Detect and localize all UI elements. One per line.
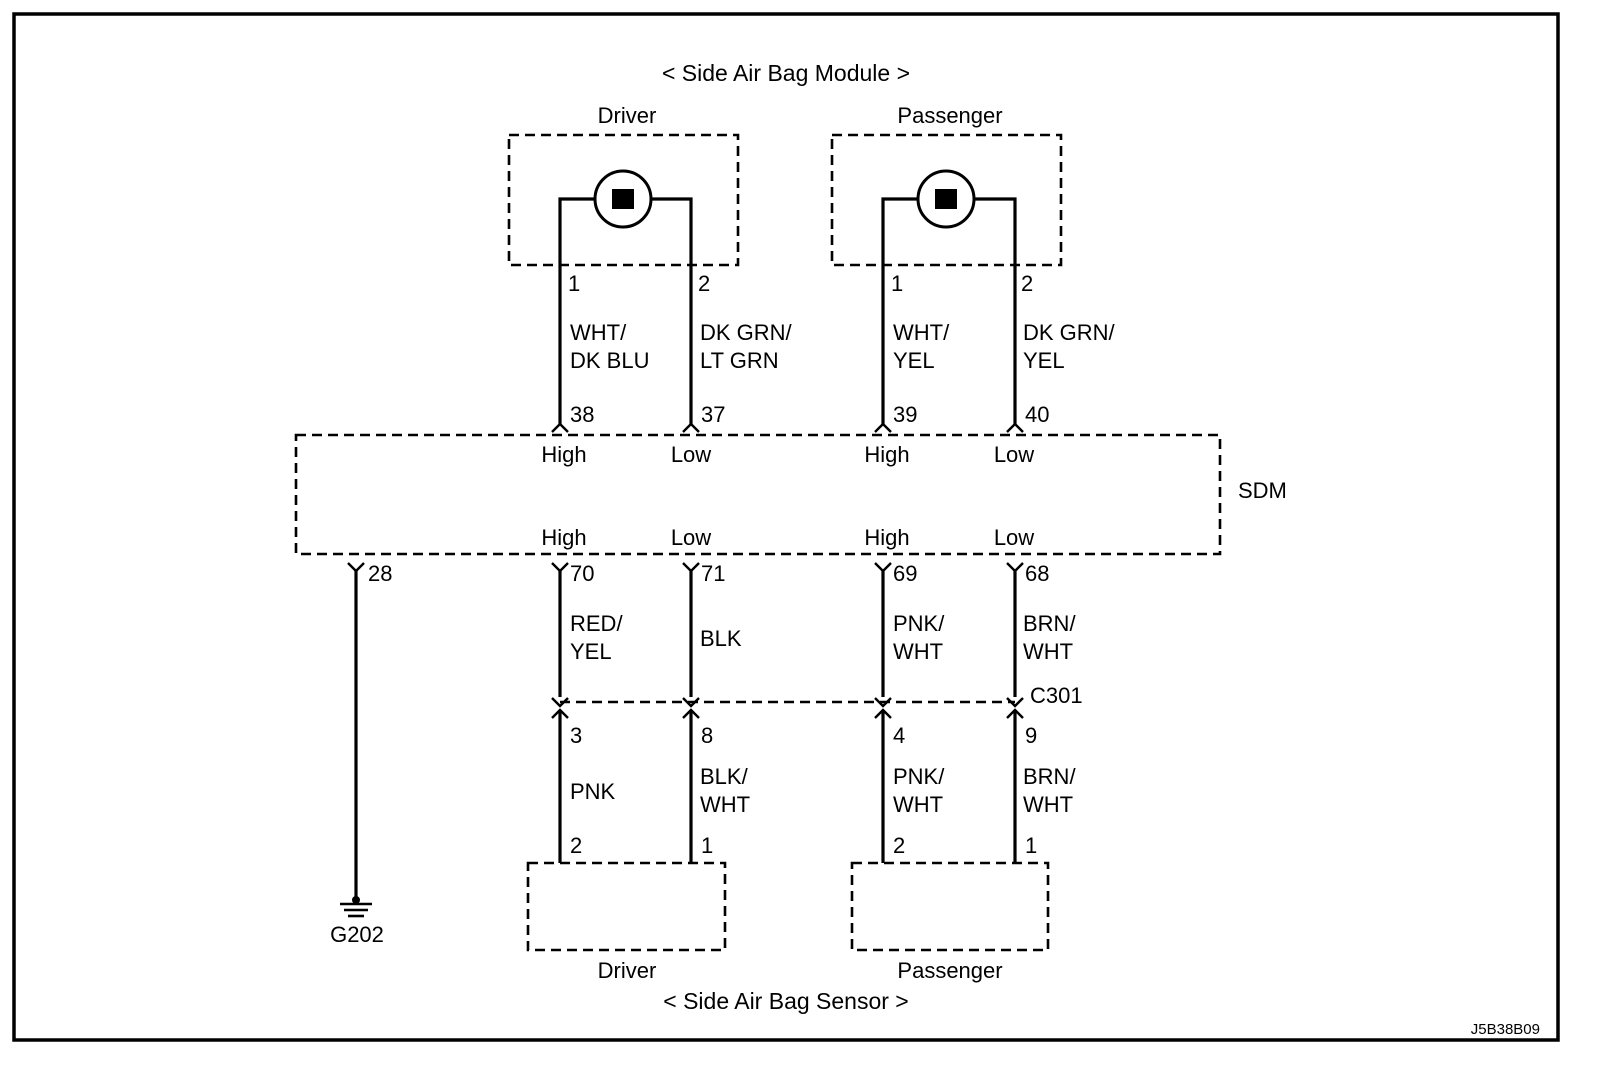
sensor-driver-label: Driver — [598, 958, 657, 983]
sdm-pin: 71 — [701, 561, 725, 586]
connector-pin: 8 — [701, 723, 713, 748]
sdm-pin: 37 — [701, 402, 725, 427]
module-driver-box — [507, 133, 740, 267]
sensor-pin: 2 — [570, 833, 582, 858]
connector-pin: 9 — [1025, 723, 1037, 748]
sdm-top-connector-icon — [551, 422, 1024, 433]
wire-color: DK BLU — [570, 348, 649, 373]
module-pin: 2 — [1021, 271, 1033, 296]
module-passenger-box — [830, 133, 1063, 267]
module-pin: 2 — [698, 271, 710, 296]
sdm-bottom-connector-icon — [347, 562, 1024, 573]
wire-color: WHT/ — [570, 320, 627, 345]
figure-code: J5B38B09 — [1471, 1021, 1540, 1038]
sdm-pin: 38 — [570, 402, 594, 427]
airbag-driver-icon — [558, 169, 693, 425]
ground-label: G202 — [330, 922, 384, 947]
wire-color: BLK — [700, 626, 742, 651]
wire-color: YEL — [893, 348, 935, 373]
sensor-pin: 1 — [701, 833, 713, 858]
sdm-terminal-label: High — [541, 525, 586, 550]
sensor-passenger-label: Passenger — [897, 958, 1002, 983]
sdm-pin: 70 — [570, 561, 594, 586]
sdm-label: SDM — [1238, 478, 1287, 503]
wire-color: BLK/ — [700, 764, 749, 789]
wire-color: WHT — [1023, 639, 1073, 664]
module-pin: 1 — [568, 271, 580, 296]
wire-color: RED/ — [570, 611, 623, 636]
wire-color: LT GRN — [700, 348, 779, 373]
sdm-pin: 28 — [368, 561, 392, 586]
sdm-pin: 39 — [893, 402, 917, 427]
wire-color: DK GRN/ — [700, 320, 793, 345]
sdm-terminal-label: Low — [671, 525, 711, 550]
wire-color: DK GRN/ — [1023, 320, 1116, 345]
sensor-pin: 1 — [1025, 833, 1037, 858]
sensor-driver-box — [526, 861, 727, 952]
wire-color: WHT — [893, 792, 943, 817]
ground-icon — [340, 896, 372, 918]
bottom-title: < Side Air Bag Sensor > — [663, 988, 909, 1014]
sdm-pin: 68 — [1025, 561, 1049, 586]
outer-frame — [12, 12, 1560, 1042]
wire-color: YEL — [570, 639, 612, 664]
sdm-terminal-label: High — [864, 442, 909, 467]
wire-color: WHT — [700, 792, 750, 817]
sdm-pin: 69 — [893, 561, 917, 586]
connector-label: C301 — [1030, 683, 1083, 708]
sdm-pin: 40 — [1025, 402, 1049, 427]
sensor-pin: 2 — [893, 833, 905, 858]
module-passenger-label: Passenger — [897, 103, 1002, 128]
wire-color: PNK — [570, 779, 616, 804]
sdm-terminal-label: Low — [994, 525, 1034, 550]
connector-pin: 3 — [570, 723, 582, 748]
sdm-terminal-label: High — [541, 442, 586, 467]
sdm-terminal-label: Low — [671, 442, 711, 467]
wire-color: BRN/ — [1023, 611, 1076, 636]
wire-color: PNK/ — [893, 764, 945, 789]
wire-color: WHT/ — [893, 320, 950, 345]
wire-color: YEL — [1023, 348, 1065, 373]
top-title: < Side Air Bag Module > — [662, 60, 910, 86]
wire-color: WHT — [893, 639, 943, 664]
sensor-passenger-box — [850, 861, 1050, 952]
wire-color: BRN/ — [1023, 764, 1076, 789]
wire-color: WHT — [1023, 792, 1073, 817]
sdm-box — [294, 433, 1222, 556]
module-pin: 1 — [891, 271, 903, 296]
sdm-terminal-label: Low — [994, 442, 1034, 467]
connector-pin: 4 — [893, 723, 905, 748]
module-driver-label: Driver — [598, 103, 657, 128]
airbag-passenger-icon — [881, 169, 1017, 425]
sdm-terminal-label: High — [864, 525, 909, 550]
wire-color: PNK/ — [893, 611, 945, 636]
